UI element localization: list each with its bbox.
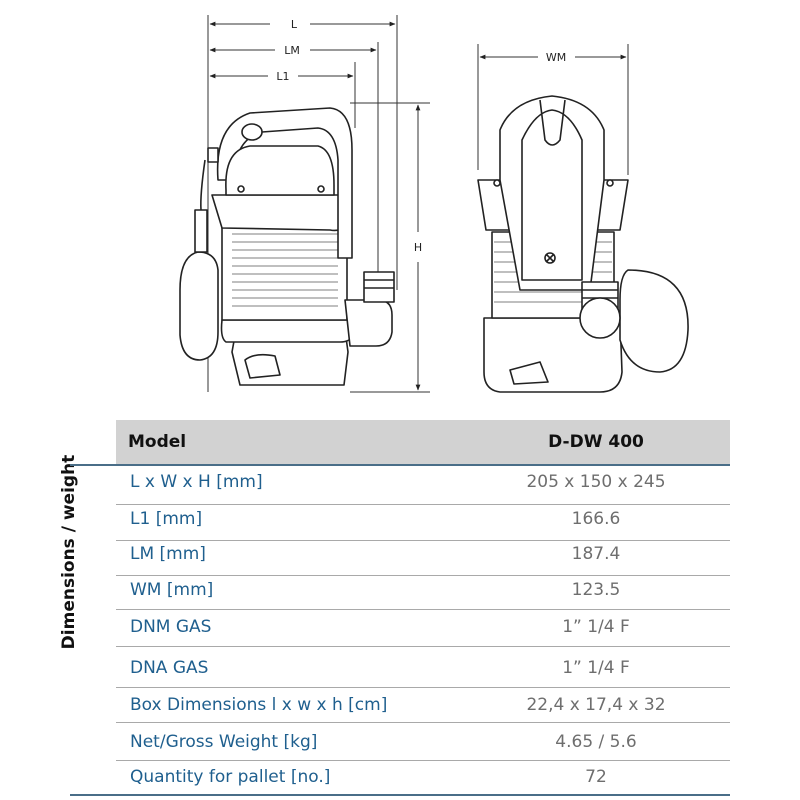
row-label: DNA GAS bbox=[130, 658, 209, 678]
row-label: L1 [mm] bbox=[130, 509, 203, 529]
spec-table: Model D-DW 400 Dimensions / weight L x W… bbox=[59, 420, 730, 796]
row-value: 166.6 bbox=[571, 509, 621, 529]
table-bottom-rule bbox=[70, 794, 730, 796]
dimensions-weight-label: Dimensions / weight bbox=[59, 454, 79, 650]
row-value: 4.65 / 5.6 bbox=[555, 732, 637, 752]
table-top-rule bbox=[70, 464, 730, 466]
row-value: 187.4 bbox=[571, 544, 621, 564]
row-label: LM [mm] bbox=[130, 544, 206, 564]
dim-label-WM: WM bbox=[546, 51, 566, 64]
pump-technical-drawing: L LM L1 H bbox=[179, 15, 689, 393]
row-label: Box Dimensions l x w x h [cm] bbox=[130, 695, 388, 715]
row-label: Net/Gross Weight [kg] bbox=[130, 732, 318, 752]
body-ribs bbox=[232, 233, 338, 307]
header-model-label: Model bbox=[128, 432, 187, 452]
row-divider bbox=[116, 504, 730, 505]
row-divider bbox=[116, 646, 730, 647]
row-value: 1” 1/4 F bbox=[562, 658, 630, 678]
row-value: 123.5 bbox=[571, 580, 621, 600]
header-model-value: D-DW 400 bbox=[548, 432, 644, 452]
row-label: DNM GAS bbox=[130, 617, 212, 637]
row-value: 1” 1/4 F bbox=[562, 617, 630, 637]
dim-label-LM: LM bbox=[284, 44, 300, 57]
dim-label-L1: L1 bbox=[276, 70, 289, 83]
row-divider bbox=[116, 687, 730, 688]
pump-front-view bbox=[477, 95, 689, 393]
dimension-lines-front bbox=[477, 44, 629, 175]
dimension-lines-side bbox=[207, 15, 430, 393]
row-divider bbox=[116, 722, 730, 723]
dim-label-L: L bbox=[291, 18, 298, 31]
row-value: 205 x 150 x 245 bbox=[526, 472, 666, 492]
row-divider bbox=[116, 609, 730, 610]
pump-side-view bbox=[179, 107, 395, 386]
row-label: WM [mm] bbox=[130, 580, 214, 600]
row-divider bbox=[116, 540, 730, 541]
row-label: Quantity for pallet [no.] bbox=[130, 767, 331, 787]
dim-label-H: H bbox=[414, 241, 422, 254]
row-value: 22,4 x 17,4 x 32 bbox=[526, 695, 666, 715]
table-header: Model D-DW 400 bbox=[116, 420, 730, 464]
row-label: L x W x H [mm] bbox=[130, 472, 263, 492]
row-divider bbox=[116, 575, 730, 576]
row-divider bbox=[116, 760, 730, 761]
row-value: 72 bbox=[585, 767, 607, 787]
